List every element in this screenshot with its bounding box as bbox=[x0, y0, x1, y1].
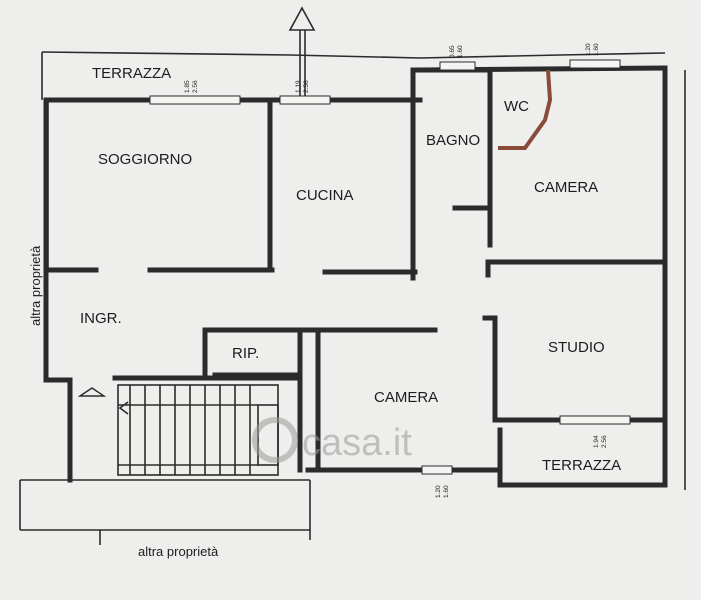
window-1-width: 1.85 bbox=[184, 80, 191, 93]
room-camera-bottom: CAMERA bbox=[374, 389, 438, 406]
window-3-height: 1.60 bbox=[457, 45, 464, 58]
casa-it-watermark: casa.it bbox=[252, 417, 412, 464]
wc-partition bbox=[498, 69, 553, 150]
windows bbox=[149, 59, 631, 475]
window-2-width: 1.19 bbox=[295, 80, 302, 93]
window-6-width: 1.20 bbox=[435, 485, 442, 498]
window-5-height: 2.56 bbox=[601, 435, 608, 448]
room-cucina: CUCINA bbox=[296, 187, 354, 204]
room-wc: WC bbox=[504, 98, 529, 115]
room-ripostiglio: RIP. bbox=[232, 345, 259, 362]
window-2-height: 2.56 bbox=[303, 80, 310, 93]
window-4-width: 1.20 bbox=[585, 43, 592, 56]
window-1-height: 2.56 bbox=[192, 80, 199, 93]
neighbor-left-label: altra proprietà bbox=[28, 245, 43, 326]
window-4-height: 1.60 bbox=[593, 43, 600, 56]
entry-arrow-icon bbox=[77, 387, 107, 397]
neighbor-bottom-label: altra proprietà bbox=[138, 544, 219, 559]
north-arrow-icon bbox=[288, 6, 316, 100]
room-bagno: BAGNO bbox=[426, 132, 480, 149]
room-soggiorno: SOGGIORNO bbox=[98, 151, 192, 168]
watermark-text: casa.it bbox=[302, 422, 412, 464]
window-5-width: 1.94 bbox=[593, 435, 600, 448]
room-camera-right: CAMERA bbox=[534, 179, 598, 196]
interior-walls bbox=[43, 67, 668, 488]
room-studio: STUDIO bbox=[548, 339, 605, 356]
room-terrazza-top: TERRAZZA bbox=[92, 65, 171, 82]
staircase bbox=[117, 384, 279, 476]
window-3-width: 0.65 bbox=[449, 45, 456, 58]
room-terrazza-bottom: TERRAZZA bbox=[542, 457, 621, 474]
window-6-height: 1.60 bbox=[443, 485, 450, 498]
room-ingresso: INGR. bbox=[80, 310, 122, 327]
